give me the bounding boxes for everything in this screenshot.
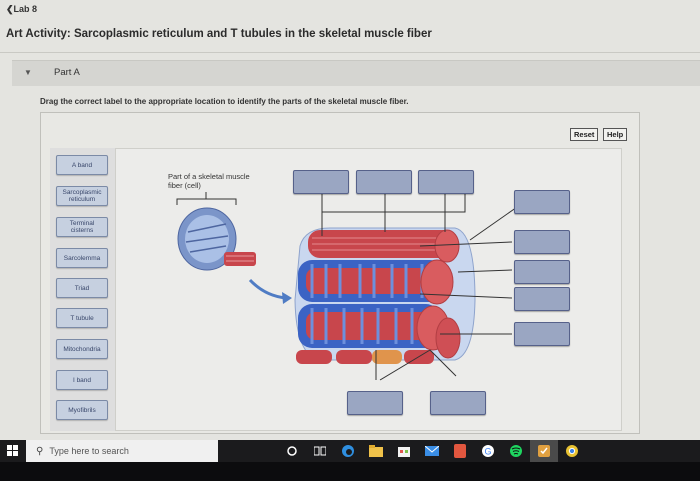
monitor-bezel: [0, 462, 700, 481]
back-link-lab[interactable]: ❮Lab 8: [6, 4, 38, 14]
drop-target-bottom-2[interactable]: [430, 391, 486, 415]
taskbar: ⚲ Type here to search G: [0, 440, 700, 462]
reset-button[interactable]: Reset: [570, 128, 599, 141]
drop-target-right-3[interactable]: [514, 260, 570, 284]
office-icon[interactable]: [446, 440, 474, 462]
help-button[interactable]: Help: [603, 128, 628, 141]
chrome-icon[interactable]: [558, 440, 586, 462]
store-icon[interactable]: [390, 440, 418, 462]
task-view-icon[interactable]: [306, 440, 334, 462]
drop-target-right-4[interactable]: [514, 287, 570, 311]
divider: [0, 52, 700, 53]
muscle-fiber-illustration: [176, 192, 521, 381]
drop-target-top-2[interactable]: [356, 170, 412, 194]
drop-target-right-5[interactable]: [514, 322, 570, 346]
file-explorer-icon[interactable]: [362, 440, 390, 462]
diagram-caption: Part of a skeletal muscle fiber (cell): [168, 172, 250, 190]
label-chip-myofibrils[interactable]: Myofibrils: [56, 400, 108, 420]
active-app-icon[interactable]: [530, 440, 558, 462]
instructions: Drag the correct label to the appropriat…: [40, 97, 409, 106]
caret-down-icon[interactable]: ▼: [24, 68, 32, 77]
label-chip-triad[interactable]: Triad: [56, 278, 108, 298]
svg-text:G: G: [485, 447, 492, 457]
label-chip-sarcoplasmic-reticulum[interactable]: Sarcoplasmic reticulum: [56, 186, 108, 206]
page-title: Art Activity: Sarcoplasmic reticulum and…: [6, 28, 432, 40]
page: ❮Lab 8 Art Activity: Sarcoplasmic reticu…: [0, 4, 700, 434]
spotify-icon[interactable]: [502, 440, 530, 462]
search-placeholder: Type here to search: [49, 446, 129, 456]
drop-target-top-1[interactable]: [293, 170, 349, 194]
edge-browser-icon[interactable]: [334, 440, 362, 462]
label-chip-t-tubule[interactable]: T tubule: [56, 308, 108, 328]
drop-target-right-2[interactable]: [514, 230, 570, 254]
taskbar-search[interactable]: ⚲ Type here to search: [26, 440, 218, 462]
label-chip-i-band[interactable]: I band: [56, 370, 108, 390]
drop-target-right-1[interactable]: [514, 190, 570, 214]
drop-target-top-3[interactable]: [418, 170, 474, 194]
search-icon: ⚲: [36, 445, 44, 457]
drop-target-bottom-1[interactable]: [347, 391, 403, 415]
label-chip-sarcolemma[interactable]: Sarcolemma: [56, 248, 108, 268]
label-chip-a-band[interactable]: A band: [56, 155, 108, 175]
cortana-icon[interactable]: [278, 440, 306, 462]
part-label: Part A: [54, 67, 80, 78]
windows-start-icon[interactable]: [0, 440, 26, 462]
part-a-header[interactable]: ▼ Part A: [12, 60, 700, 86]
google-icon[interactable]: G: [474, 440, 502, 462]
mail-icon[interactable]: [418, 440, 446, 462]
label-chip-terminal-cisterns[interactable]: Terminal cisterns: [56, 217, 108, 237]
label-chip-mitochondria[interactable]: Mitochondria: [56, 339, 108, 359]
